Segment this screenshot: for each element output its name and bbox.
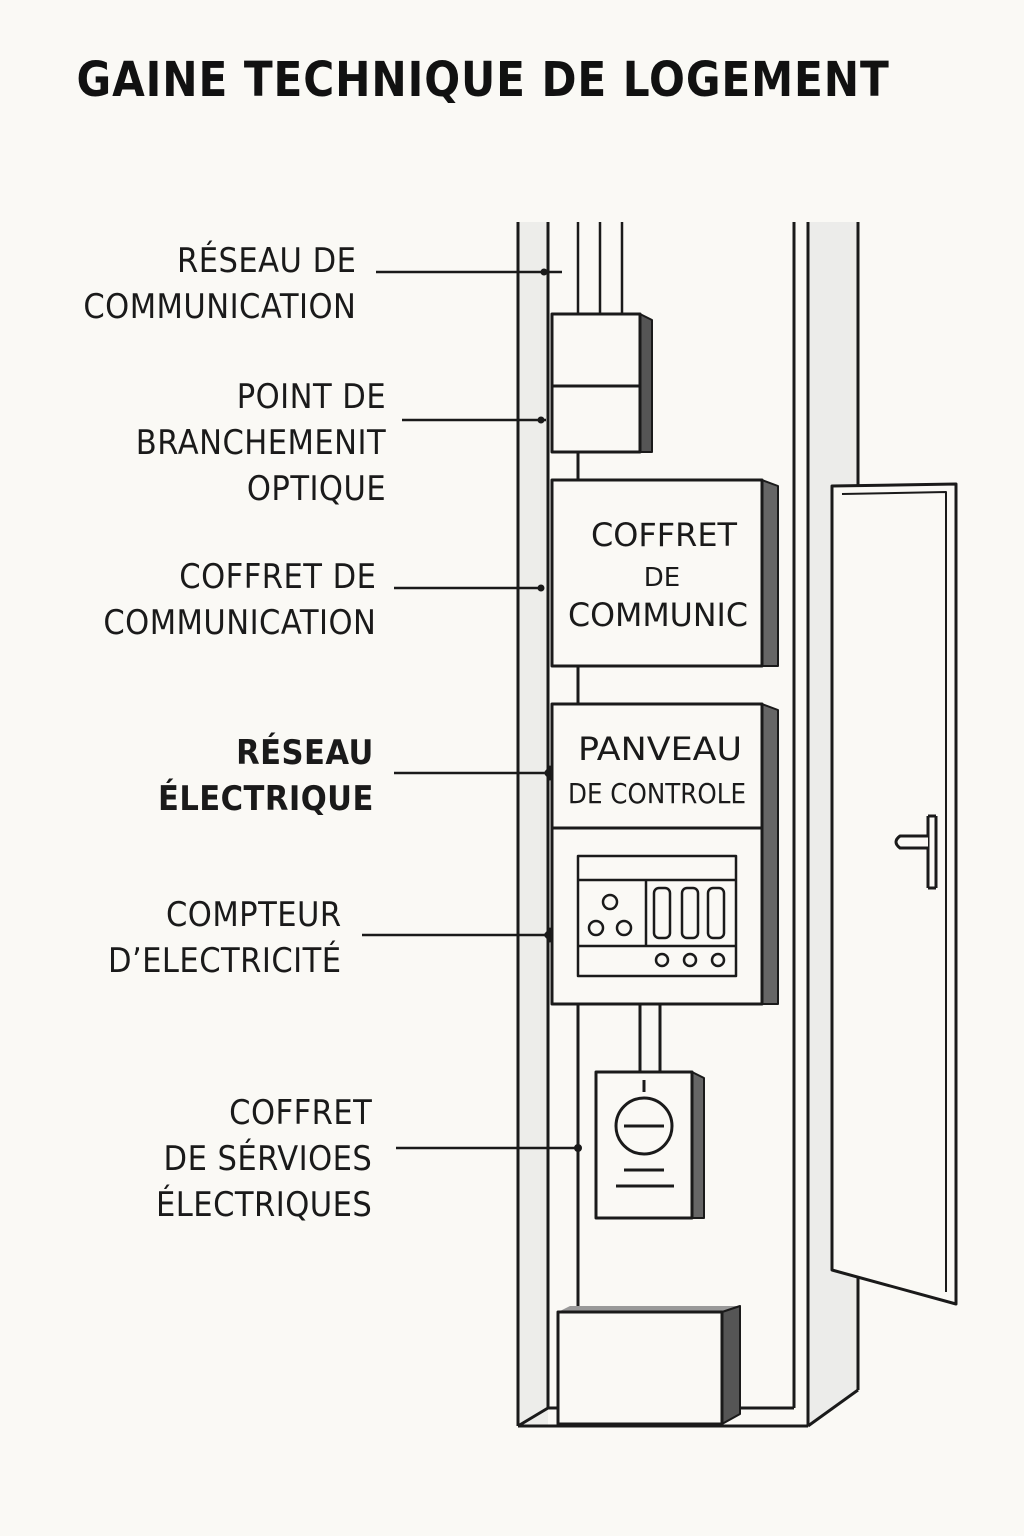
- leader-lines: [362, 270, 580, 1150]
- label-line: COFFRET DE: [178, 557, 376, 597]
- label-line: BRANCHEMENIT: [135, 423, 386, 463]
- floor-junction-box: [556, 1305, 741, 1426]
- leader-arrowheads: [537, 268, 582, 1152]
- panel-text-line: PANVEAU: [578, 730, 742, 768]
- label-point-branchement: POINT DE BRANCHEMENIT OPTIQUE: [136, 374, 386, 512]
- label-coffret-services: COFFRET DE SÉRVIOES ÉLECTRIQUES: [156, 1090, 372, 1228]
- coffret-text-line: DE: [644, 563, 680, 593]
- communication-coffret: [550, 478, 779, 668]
- label-line: DE SÉRVIOES: [163, 1139, 372, 1179]
- label-line: ÉLECTRIQUES: [155, 1185, 372, 1225]
- label-line: COMMUNICATION: [102, 603, 376, 643]
- control-panel-text: PANVEAU DE CONTROLE: [568, 730, 746, 810]
- optical-connection-box: [550, 312, 653, 454]
- electricity-meter-box: [594, 1070, 705, 1220]
- shaft-left-wall: [516, 222, 550, 1426]
- label-coffret-communication: COFFRET DE COMMUNICATION: [103, 554, 376, 646]
- label-line: D’ELECTRICITÉ: [108, 941, 342, 981]
- communication-cables: [576, 222, 624, 314]
- label-line: OPTIQUE: [246, 469, 386, 509]
- label-line: POINT DE: [236, 377, 386, 417]
- label-line: ÉLECTRIQUE: [158, 779, 374, 819]
- door: [830, 482, 958, 1306]
- coffret-text-line: COMMUNIC: [568, 596, 748, 634]
- breaker-module: [576, 854, 738, 978]
- label-line: RÉSEAU: [236, 733, 374, 773]
- panel-text-line: DE CONTROLE: [568, 777, 746, 810]
- label-compteur: COMPTEUR D’ELECTRICITÉ: [108, 892, 342, 984]
- label-reseau-electrique: RÉSEAU ÉLECTRIQUE: [158, 730, 374, 822]
- communication-coffret-text: COFFRET DE COMMUNIC: [568, 516, 748, 634]
- label-reseau-communication: RÉSEAU DE COMMUNICATION: [83, 238, 356, 330]
- diagram-title: GAINE TECHNIQUE DE LOGEMENT: [76, 52, 890, 108]
- label-line: COMPTEUR: [166, 895, 342, 935]
- label-line: COFFRET: [228, 1093, 372, 1133]
- coffret-text-line: COFFRET: [591, 516, 737, 554]
- label-line: RÉSEAU DE: [176, 241, 356, 281]
- label-line: COMMUNICATION: [82, 287, 356, 327]
